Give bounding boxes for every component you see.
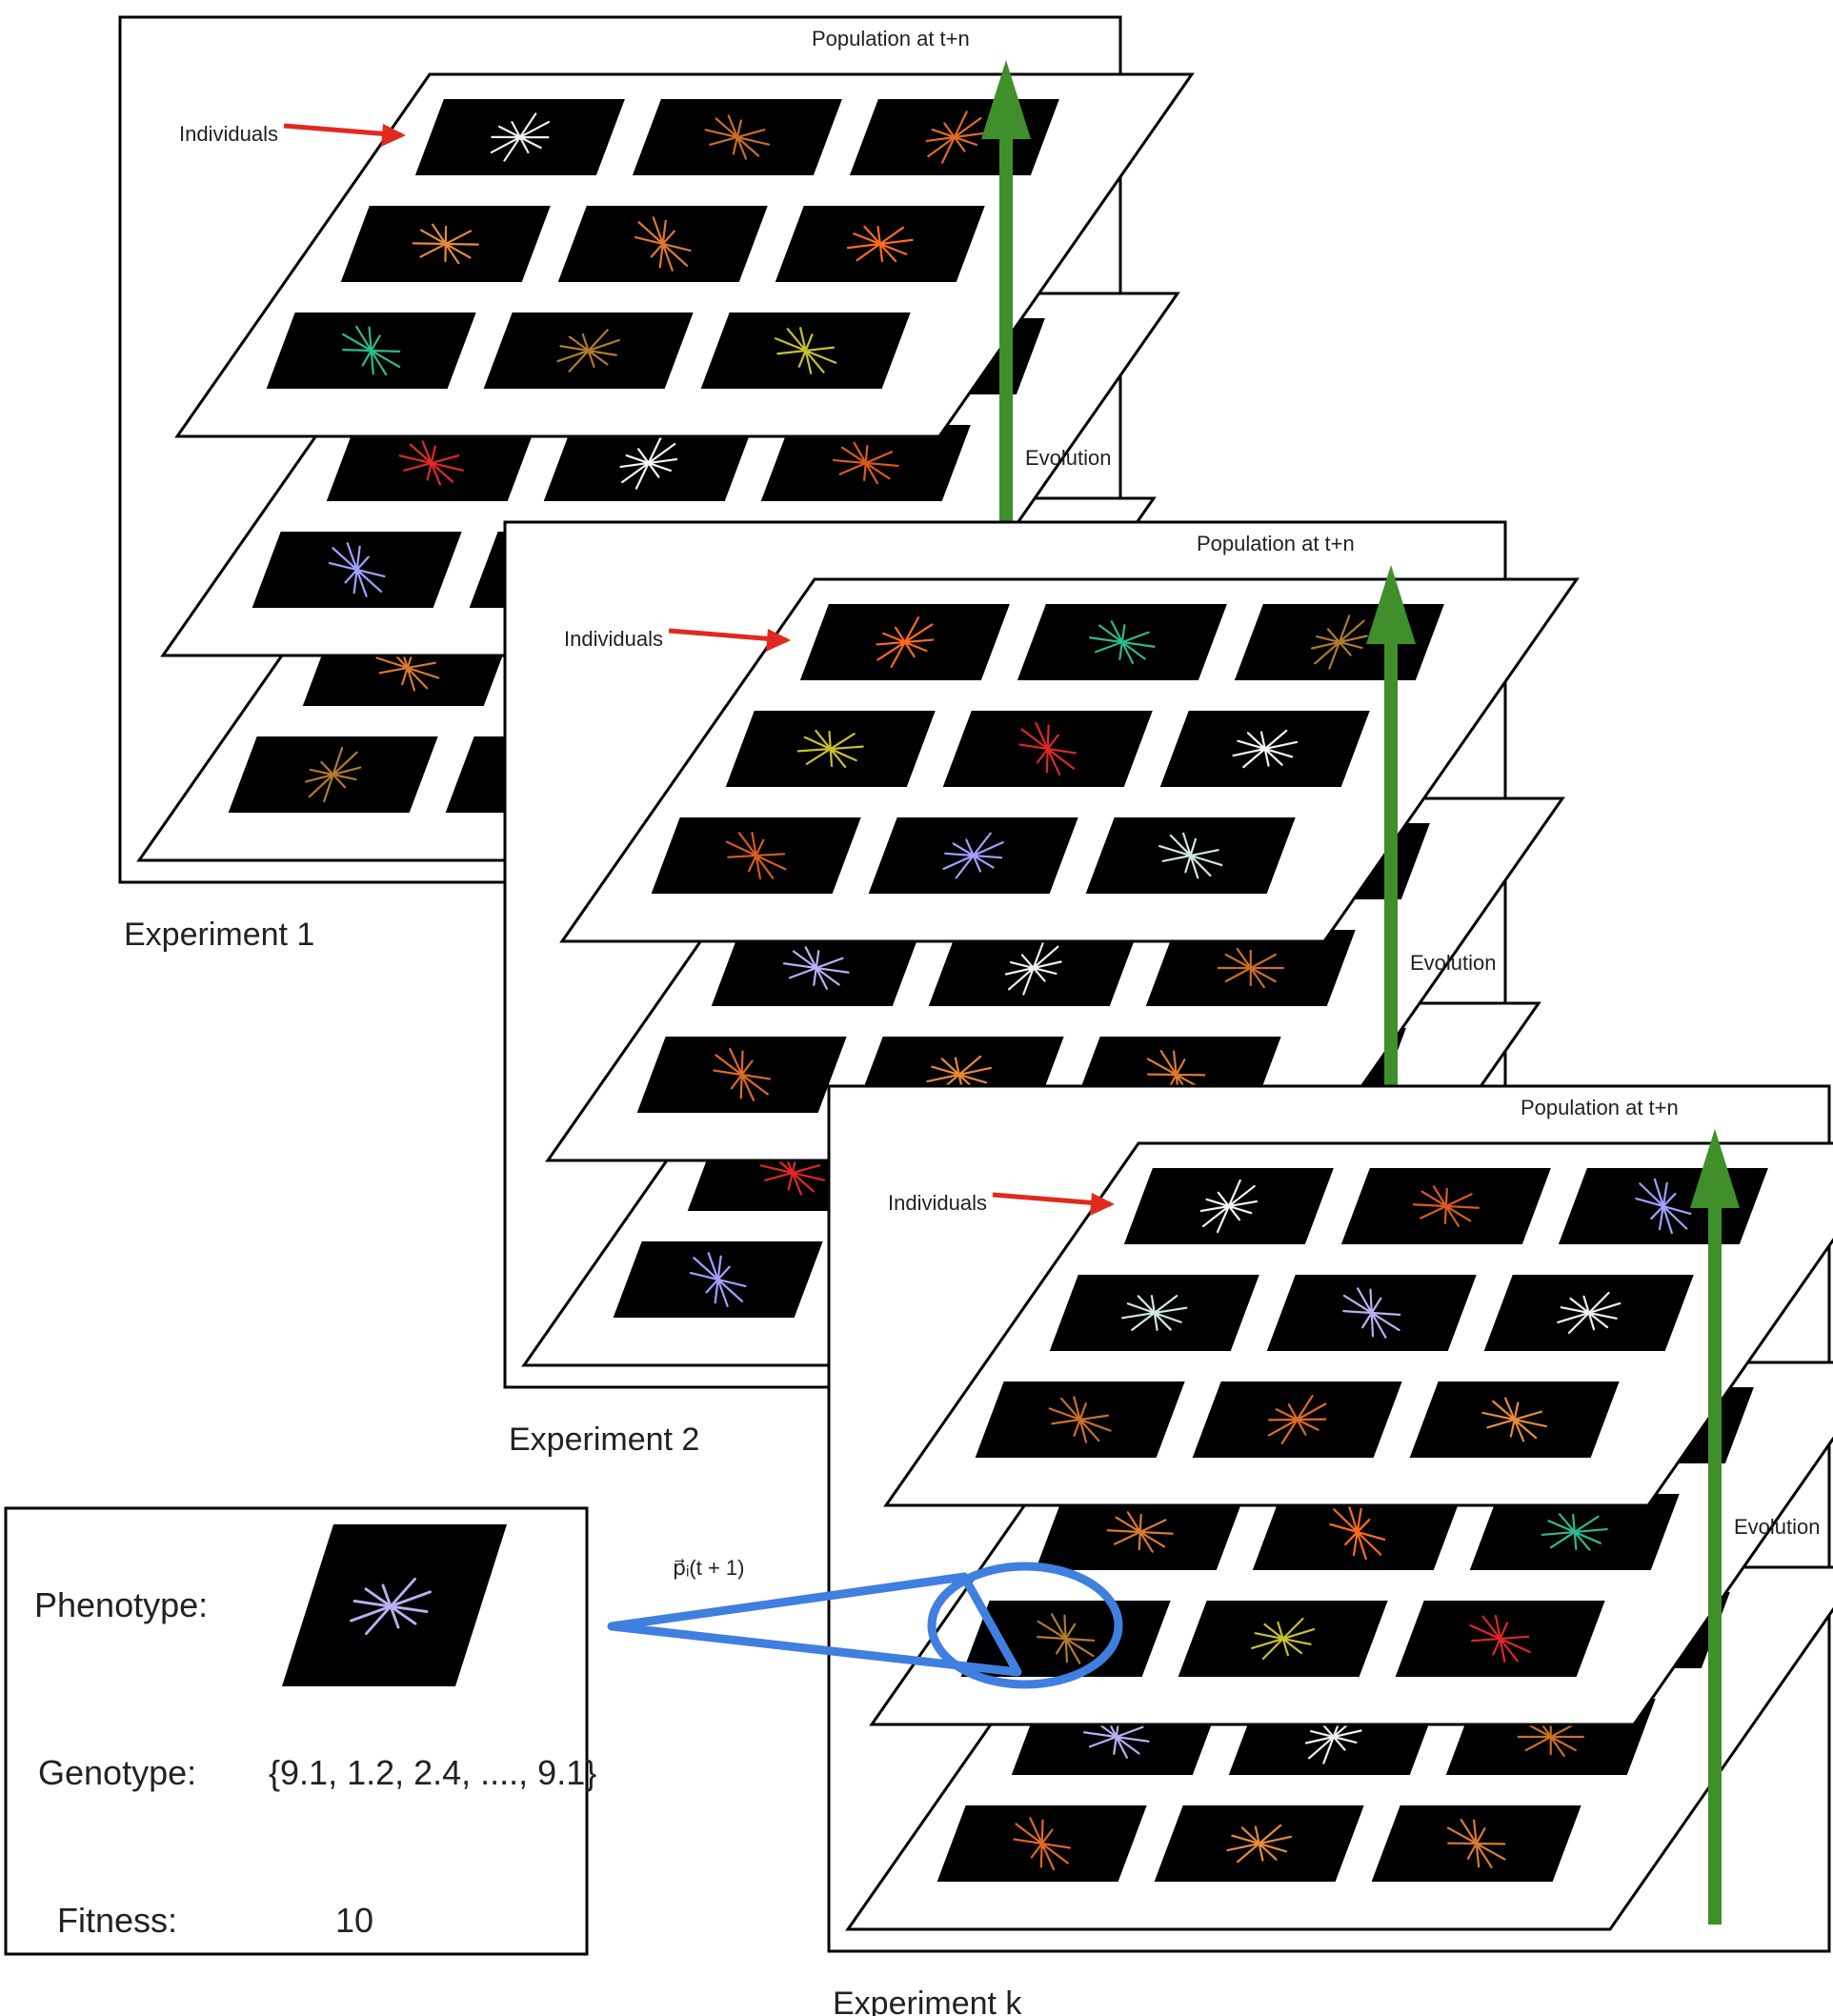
individual-thumbnail <box>1469 1494 1680 1570</box>
individual-thumbnail <box>414 99 625 175</box>
individual-thumbnail <box>1123 1168 1334 1244</box>
individuals-label: Individuals <box>888 1191 987 1215</box>
individual-thumbnail <box>1154 1805 1364 1882</box>
individual-thumbnail <box>928 930 1138 1006</box>
individual-thumbnail <box>326 425 536 501</box>
phenotype-label: Phenotype: <box>34 1585 208 1624</box>
fractal-image <box>1217 947 1284 989</box>
individual-thumbnail <box>775 206 985 282</box>
individual-thumbnail <box>942 711 1153 787</box>
experiment-3: Population at tPopulation at t+1Populati… <box>827 1084 1833 1953</box>
individual-thumbnail <box>1159 711 1370 787</box>
individual-thumbnail <box>1085 817 1296 894</box>
individual-thumbnail <box>557 206 768 282</box>
individual-thumbnail <box>1252 1494 1462 1570</box>
individuals-label: Individuals <box>564 627 663 651</box>
individual-thumbnail <box>266 312 476 389</box>
evolution-arrow-head <box>1366 565 1416 644</box>
individual-thumbnail <box>632 99 842 175</box>
population-label: Population at t+n <box>1197 532 1355 555</box>
individual-thumbnail <box>340 206 551 282</box>
individual-thumbnail <box>228 736 438 813</box>
evolution-label: Evolution <box>1025 446 1112 470</box>
individuals-arrow-head <box>766 629 791 652</box>
evolution-arrow-head <box>981 60 1031 139</box>
individual-thumbnail <box>543 425 754 501</box>
fitness-label: Fitness: <box>57 1901 177 1940</box>
individual-thumbnail <box>760 425 971 501</box>
individual-thumbnail <box>613 1241 823 1318</box>
individual-thumbnail <box>1178 1601 1388 1677</box>
zoom-callout <box>607 1572 1022 1677</box>
population-layer-t-plus-n: Population at t+n <box>174 27 1195 438</box>
population-label: Population at t+n <box>1521 1096 1679 1119</box>
individual-thumbnail <box>937 1805 1147 1882</box>
individuals-arrow-head <box>381 124 406 147</box>
experiment-caption: Experiment k <box>833 1986 1022 2016</box>
individual-thumbnail <box>1192 1381 1402 1458</box>
individual-thumbnail <box>483 312 694 389</box>
individual-thumbnail <box>651 817 861 894</box>
individual-thumbnail <box>1266 1275 1477 1351</box>
experiment-caption: Experiment 2 <box>509 1421 699 1458</box>
individual-detail-layer: Phenotype: Genotype: {9.1, 1.2, 2.4, ....,… <box>4 1506 1123 1956</box>
individual-thumbnail <box>1483 1275 1694 1351</box>
experiment-caption: Experiment 1 <box>124 917 314 953</box>
individual-thumbnail <box>700 312 911 389</box>
individuals-arrow-head <box>1090 1193 1115 1216</box>
experiments-layer: Population at tPopulation at t+1Populati… <box>118 15 1833 2016</box>
individual-thumbnail <box>868 817 1078 894</box>
individual-thumbnail <box>1340 1168 1551 1244</box>
evolution-label: Evolution <box>1410 951 1497 975</box>
individual-thumbnail <box>252 532 462 608</box>
individual-thumbnail <box>799 604 1010 680</box>
individual-thumbnail <box>1395 1601 1605 1677</box>
individual-thumbnail <box>725 711 936 787</box>
individual-thumbnail <box>1017 604 1227 680</box>
individuals-label: Individuals <box>179 122 278 146</box>
genotype-label: Genotype: <box>38 1753 196 1792</box>
population-layer-t-plus-n: Population at t+n <box>883 1096 1833 1507</box>
evolution-arrow-head <box>1690 1129 1740 1208</box>
individual-thumbnail <box>1371 1805 1581 1882</box>
genotype-value: {9.1, 1.2, 2.4, ...., 9.1} <box>269 1753 596 1792</box>
evolution-label: Evolution <box>1734 1515 1821 1539</box>
individual-detail-box <box>4 1506 589 1956</box>
fitness-value: 10 <box>335 1901 373 1940</box>
individual-thumbnail <box>975 1381 1185 1458</box>
zoom-highlight-ring <box>927 1562 1123 1689</box>
individual-thumbnail <box>711 930 921 1006</box>
zoom-label: p⃗ᵢ(t + 1) <box>673 1556 745 1580</box>
individual-thumbnail <box>1409 1381 1620 1458</box>
individual-thumbnail <box>636 1037 847 1113</box>
population-label: Population at t+n <box>812 27 970 50</box>
individual-thumbnail <box>1035 1494 1245 1570</box>
individual-thumbnail <box>1145 930 1356 1006</box>
individual-thumbnail <box>1049 1275 1259 1351</box>
